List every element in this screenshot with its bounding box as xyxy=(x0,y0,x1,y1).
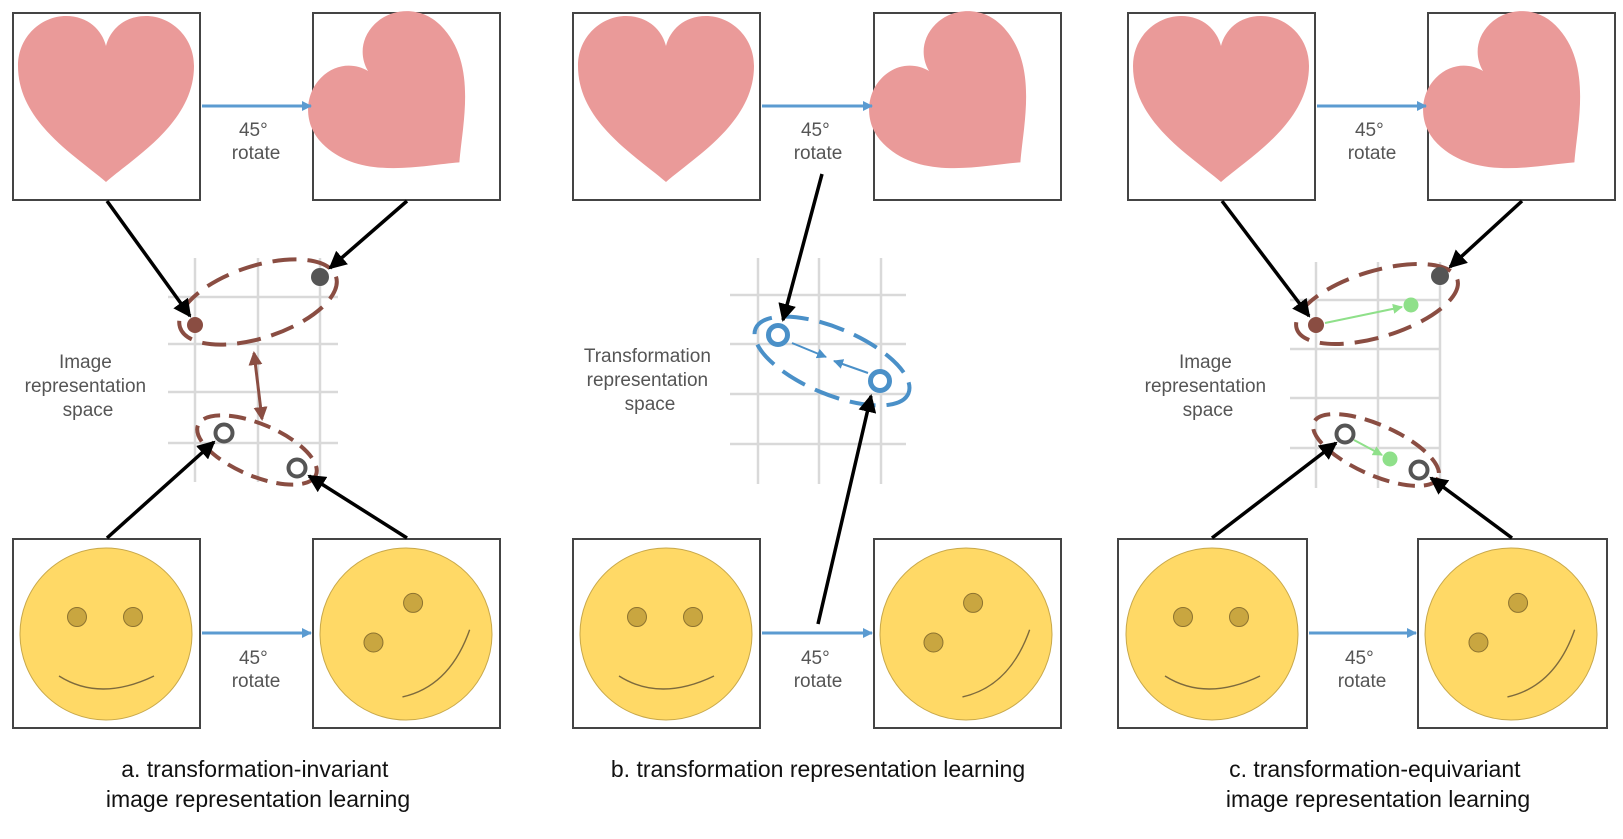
smiley-icon xyxy=(1125,547,1299,721)
image-representation-grid xyxy=(1290,262,1442,488)
heart-representation-cluster xyxy=(177,257,339,347)
equivariant-heart-vector xyxy=(1324,303,1403,324)
invariance-double-arrow xyxy=(248,351,268,421)
rotate-label-bottom: 45° rotate xyxy=(1338,648,1387,692)
map-heart-arrow xyxy=(1220,199,1311,318)
map-heart-arrow xyxy=(105,199,192,318)
smiley-representation-point xyxy=(1334,423,1356,445)
smiley-icon xyxy=(19,547,193,721)
rotated-heart-representation-point xyxy=(1431,267,1449,285)
rotated-heart-representation-point xyxy=(311,268,329,286)
heart-representation-point xyxy=(187,317,203,333)
map-rotated-smiley-arrow xyxy=(307,474,408,540)
image-representation-grid xyxy=(168,258,338,482)
rotate-label-top: 45° rotate xyxy=(1348,120,1397,164)
space-label-a: Image representation space xyxy=(25,352,152,421)
transformation-arrow-right xyxy=(791,342,827,359)
transformation-representation-grid xyxy=(730,258,906,484)
equivariant-smiley-target xyxy=(1382,451,1398,467)
panel-a: 45° rotate 45° rotate Image representati… xyxy=(12,0,529,812)
smiley-icon xyxy=(579,547,753,721)
map-top-transform-arrow xyxy=(778,173,824,322)
rotated-smiley-representation-point xyxy=(286,457,308,479)
caption-a: a. transformation-invariant image repres… xyxy=(106,756,410,812)
map-bottom-transform-arrow xyxy=(816,394,877,625)
panel-b: 45° rotate 45° rotate Transformation rep… xyxy=(572,0,1089,782)
space-label-b: Transformation representation space xyxy=(584,346,716,415)
equivariant-heart-target xyxy=(1403,297,1419,313)
rotate-label-top: 45° rotate xyxy=(794,120,843,164)
map-smiley-arrow xyxy=(105,440,216,540)
heart-representation-cluster xyxy=(1294,262,1460,346)
transformation-point-forward xyxy=(766,323,790,347)
rotate-label-bottom: 45° rotate xyxy=(794,648,843,692)
smiley-representation-point xyxy=(213,422,235,444)
map-rotated-heart-arrow xyxy=(1448,199,1524,269)
rotate-label-bottom: 45° rotate xyxy=(232,648,281,692)
caption-c: c. transformation-equivariant image repr… xyxy=(1226,756,1530,812)
transformation-point-backward xyxy=(868,369,892,393)
map-smiley-arrow xyxy=(1210,441,1338,540)
space-label-c: Image representation space xyxy=(1145,352,1272,421)
rotated-smiley-representation-point xyxy=(1408,459,1430,481)
transformation-arrow-left xyxy=(833,359,869,374)
panel-c: 45° rotate 45° rotate Image representati… xyxy=(1117,0,1623,812)
map-rotated-smiley-arrow xyxy=(1429,476,1514,540)
caption-b: b. transformation representation learnin… xyxy=(611,756,1025,782)
equivariant-smiley-vector xyxy=(1353,439,1383,456)
transformation-representation-cluster xyxy=(752,314,912,408)
map-rotated-heart-arrow xyxy=(328,199,409,270)
heart-representation-point xyxy=(1308,317,1324,333)
rotate-label-top: 45° rotate xyxy=(232,120,281,164)
